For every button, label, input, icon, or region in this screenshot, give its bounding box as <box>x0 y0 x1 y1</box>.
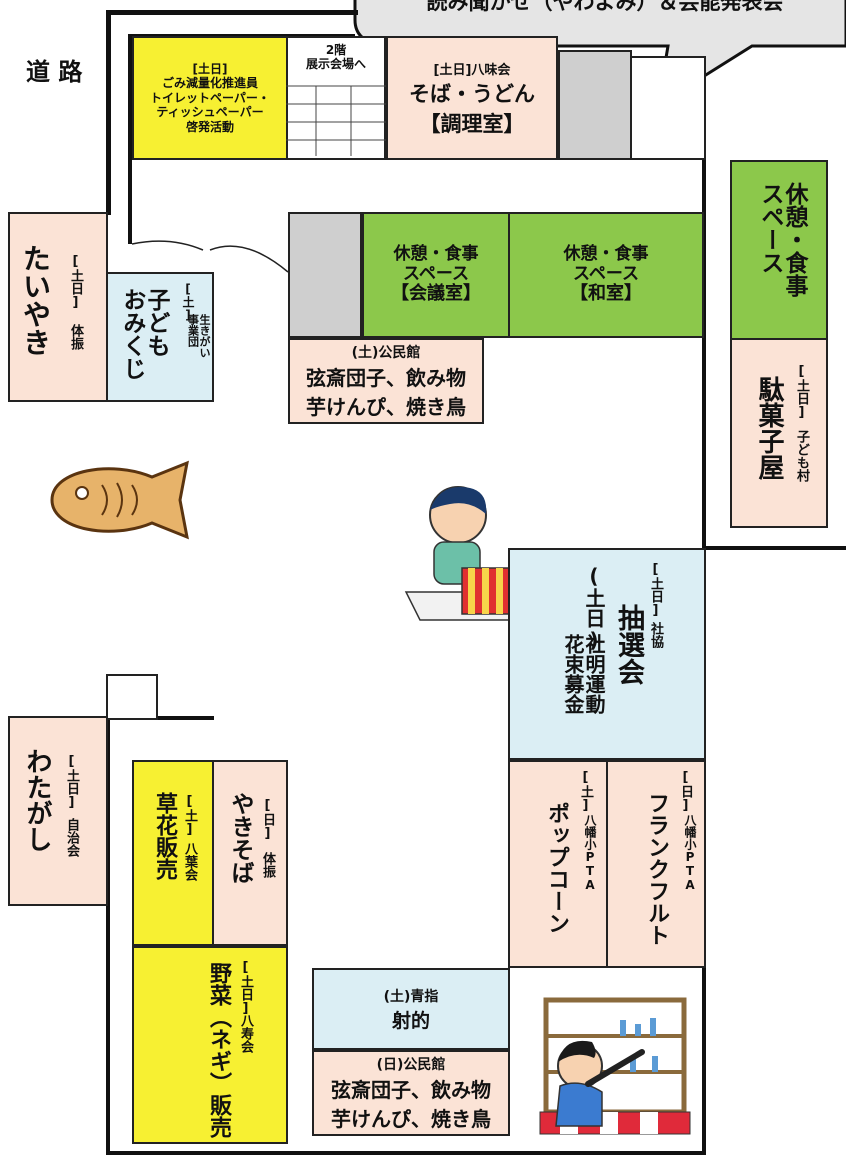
road-label: 道 路 <box>26 58 83 86</box>
rest-washitsu-room: 【和室】 <box>570 283 642 305</box>
banner-text: 読み聞かせ（やわよみ）＆芸能発表会 <box>426 0 784 14</box>
booth-kusabana: 草花販売 [土] 八葉会 <box>132 760 214 946</box>
kominkan-sat-line-1: 弦斎団子、飲み物 <box>306 366 466 390</box>
booth-kominkan-sat: (土)公民館 弦斎団子、飲み物 芋けんぴ、焼き鳥 <box>288 338 484 424</box>
omikuji-day: [土] <box>181 282 195 322</box>
gomi-day: [土日] <box>192 62 228 77</box>
taiyaki-day: [土日] <box>68 254 83 310</box>
omikuji-org: 生きがい 事業団 <box>186 314 211 358</box>
stairs-label: 2階 展示会場へ <box>305 43 366 71</box>
rest-meeting-title: 休憩・食事 スペース <box>393 244 479 284</box>
popcorn-day: [土] <box>578 770 593 813</box>
wall-left-lower <box>106 716 110 1155</box>
gomi-line-1: ごみ減量化推進員 <box>161 76 258 91</box>
kusabana-org: 八葉会 <box>182 842 197 881</box>
wall-top <box>106 10 358 15</box>
popcorn-org: 八幡小PTA <box>583 814 597 892</box>
soba-title: そば・うどん <box>409 81 535 106</box>
watagashi-day: [土日] <box>64 754 79 810</box>
small-room <box>106 674 158 720</box>
yakisoba-name: やきそば <box>227 792 253 884</box>
lottery-org: 社協 <box>648 622 663 648</box>
soba-day: [土日]八味会 <box>433 62 511 78</box>
shateki-name: 射的 <box>391 1009 430 1032</box>
dagashi-day: [土日] <box>794 364 809 420</box>
grey-room-top <box>558 50 632 160</box>
grey-room-mid <box>288 212 362 338</box>
wall-inner-left <box>128 34 132 244</box>
kominkan-sat-line-2: 芋けんぴ、焼き鳥 <box>306 395 466 419</box>
wall-right-mid <box>702 546 846 550</box>
lottery-sub-day: (土日) <box>582 564 606 652</box>
wall-right-upper <box>702 155 706 550</box>
booth-frank: フランクフルト [日] 八幡小PTA <box>606 760 706 968</box>
lottery-sub: 社明運動 花束募金 <box>561 634 606 714</box>
kominkan-sun-day: (日)公民館 <box>376 1057 446 1073</box>
wall-bottom <box>106 1151 706 1155</box>
rest-meeting: 休憩・食事 スペース 【会議室】 <box>362 212 510 338</box>
stairs-icon <box>286 85 386 156</box>
dagashi-org: 子ども村 <box>794 430 809 482</box>
booth-gomi: [土日] ごみ減量化推進員 トイレットペーパー・ ティッシュペーパー 啓発活動 <box>132 36 288 160</box>
shateki-day: (土)青指 <box>383 988 439 1005</box>
yasai-org: 八寿会 <box>238 1014 253 1053</box>
rest-meeting-room: 【会議室】 <box>391 283 481 305</box>
yakisoba-day: [日] <box>260 798 275 841</box>
top-right-room <box>632 56 706 160</box>
booth-soba: [土日]八味会 そば・うどん 【調理室】 <box>386 36 558 160</box>
taiyaki-org: 体振 <box>68 324 83 350</box>
yasai-day: [土日] <box>238 960 253 1016</box>
booth-omikuji: 子ども おみくじ [土] 生きがい 事業団 <box>106 272 214 402</box>
rest-right-title: 休憩・食事 スペース <box>756 182 807 297</box>
wall-left-top <box>106 10 111 215</box>
taiyaki-name: たいやき <box>19 244 52 356</box>
wall-lower-top <box>106 716 214 720</box>
taiyaki-icon <box>50 460 189 540</box>
soba-room: 【調理室】 <box>419 111 525 136</box>
booth-yasai: 野菜（ネギ）販売 [土日] 八寿会 <box>132 946 288 1144</box>
lottery-name: 抽選会 <box>613 604 644 685</box>
booth-shateki: (土)青指 射的 <box>312 968 510 1050</box>
rest-right: 休憩・食事 スペース <box>730 160 828 340</box>
booth-taiyaki: たいやき [土日] 体振 <box>8 212 108 402</box>
watagashi-org: 自治会 <box>64 818 79 857</box>
yakisoba-org: 体振 <box>260 852 275 878</box>
shooting-gallery-icon <box>539 997 691 1135</box>
popcorn-name: ポップコーン <box>544 802 569 934</box>
kusabana-day: [土] <box>182 794 197 837</box>
rest-washitsu: 休憩・食事 スペース 【和室】 <box>508 212 704 338</box>
kominkan-sat-day: (土)公民館 <box>351 345 421 361</box>
yasai-name: 野菜（ネギ）販売 <box>206 962 231 1138</box>
omikuji-name: 子ども おみくじ <box>118 288 169 380</box>
gomi-line-2: トイレットペーパー・ <box>150 90 270 105</box>
frank-name: フランクフルト <box>644 792 669 946</box>
watagashi-name: わたがし <box>22 748 52 852</box>
kusabana-name: 草花販売 <box>152 792 177 880</box>
rest-washitsu-title: 休憩・食事 スペース <box>563 244 649 284</box>
door-arcs <box>131 240 289 273</box>
booth-yakisoba: やきそば [日] 体振 <box>212 760 288 946</box>
stairs-area: 2階 展示会場へ <box>286 36 386 160</box>
dagashi-name: 駄菓子屋 <box>754 376 784 480</box>
gomi-line-3: ティッシュペーパー <box>156 105 264 120</box>
kominkan-sun-line-1: 弦斎団子、飲み物 <box>331 1078 491 1102</box>
kominkan-sun-line-2: 芋けんぴ、焼き鳥 <box>331 1107 491 1131</box>
lottery-boy-icon <box>404 486 534 621</box>
booth-popcorn: ポップコーン [土] 八幡小PTA <box>508 760 608 968</box>
booth-dagashi: 駄菓子屋 [土日] 子ども村 <box>730 338 828 528</box>
gomi-line-4: 啓発活動 <box>185 119 234 134</box>
lottery-day: [土日] <box>648 562 663 618</box>
frank-org: 八幡小PTA <box>683 814 697 892</box>
frank-day: [日] <box>678 770 693 813</box>
booth-watagashi: わたがし [土日] 自治会 <box>8 716 108 906</box>
booth-kominkan-sun: (日)公民館 弦斎団子、飲み物 芋けんぴ、焼き鳥 <box>312 1050 510 1136</box>
booth-lottery: [土日] 社協 抽選会 (土日) 社明運動 花束募金 <box>508 548 706 760</box>
